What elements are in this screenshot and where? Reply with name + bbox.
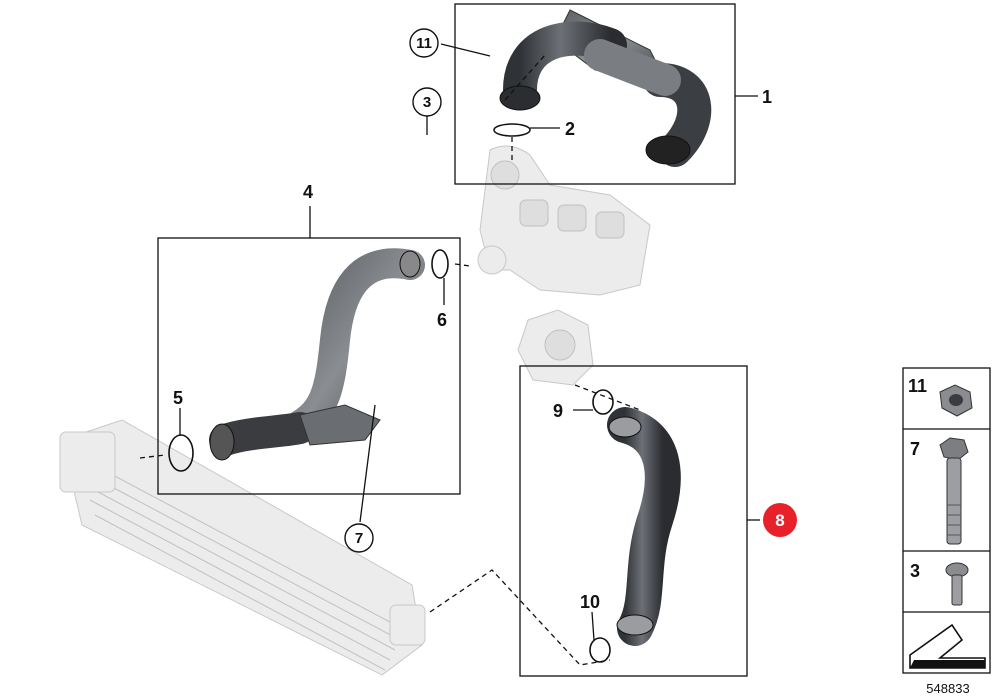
charge-air-hose-8 (607, 407, 681, 646)
intercooler-ghost (59, 419, 426, 676)
charge-air-pipe-4 (209, 248, 425, 461)
part-label-10: 10 (580, 592, 600, 612)
circled-label-3: 3 (412, 87, 442, 117)
legend-number-3: 3 (910, 561, 920, 581)
nut-icon (939, 384, 973, 417)
part-label-6: 6 (437, 310, 447, 330)
part-label-1: 1 (762, 87, 772, 107)
part-label-2: 2 (565, 119, 575, 139)
screw-icon (945, 562, 969, 606)
fastener-legend: 11 7 3 (902, 367, 991, 674)
legend-number-11: 11 (908, 376, 927, 396)
direction-arrow-icon (909, 623, 986, 669)
part-label-8-highlight[interactable]: 8 (763, 503, 797, 537)
legend-number-7: 7 (910, 439, 920, 459)
o-ring-5 (168, 434, 194, 472)
o-ring-10 (589, 637, 611, 663)
part-label-9: 9 (553, 401, 563, 421)
air-intake-duct (499, 9, 712, 167)
o-ring-6 (431, 249, 449, 279)
group-frame-8 (519, 365, 748, 677)
svg-text:7: 7 (355, 530, 363, 547)
bolt-icon (939, 437, 969, 545)
svg-text:3: 3 (423, 94, 431, 111)
circled-label-11: 11 (409, 28, 439, 58)
circled-label-7: 7 (344, 523, 374, 553)
group-frame-4 (157, 237, 461, 495)
turbocharger-ghost (477, 145, 651, 296)
part-label-8: 8 (775, 511, 784, 530)
throttle-body-ghost (517, 309, 594, 386)
part-label-4: 4 (303, 182, 313, 202)
group-frame-1 (454, 3, 736, 185)
part-label-5: 5 (173, 388, 183, 408)
gasket-2 (493, 123, 531, 137)
diagram-id: 548833 (926, 681, 969, 696)
svg-text:11: 11 (416, 35, 432, 52)
highlight-circle (763, 503, 797, 537)
o-ring-9 (592, 389, 614, 415)
